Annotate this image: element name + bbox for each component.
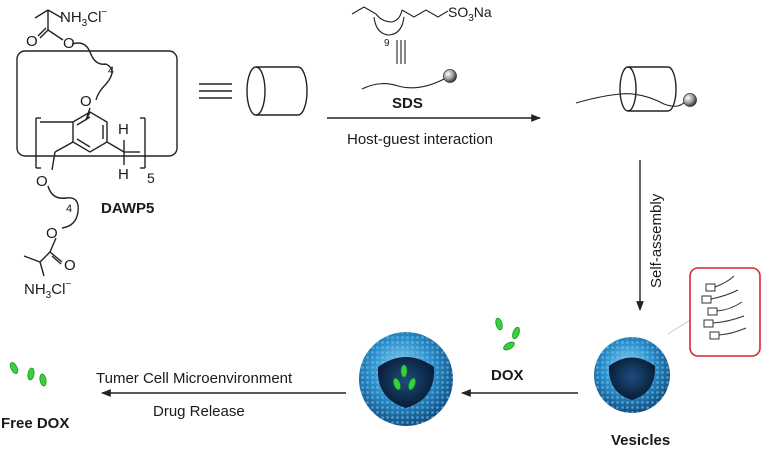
free-dox-label: Free DOX xyxy=(1,415,69,432)
repeat-units-count: 5 xyxy=(147,170,155,186)
self-assembly-arrow: Self-assembly xyxy=(636,160,665,311)
release-label-bottom: Drug Release xyxy=(153,403,245,420)
host-guest-label: Host-guest interaction xyxy=(347,131,493,148)
bottom-nh3-label: NH3Cl− xyxy=(24,279,71,301)
vesicle-dox-loaded xyxy=(359,332,453,426)
dox-label: DOX xyxy=(491,367,524,384)
host-guest-arrow: Host-guest interaction xyxy=(327,114,541,148)
vesicles-label: Vesicles xyxy=(611,432,670,449)
vesicle-right: Vesicles xyxy=(594,337,670,449)
release-arrow: Tumer Cell Microenvironment Drug Release xyxy=(96,370,346,420)
top-repeat-4: 4 xyxy=(108,65,114,77)
top-ether-o: O xyxy=(80,93,92,110)
bottom-repeat-4: 4 xyxy=(66,203,72,215)
inclusion-complex xyxy=(575,66,697,112)
pillararene-macrocycle-frame xyxy=(16,50,178,157)
self-assembly-label: Self-assembly xyxy=(648,193,665,288)
host-cylinder-icon xyxy=(246,66,308,116)
sds-structure: 9 SO3Na SDS xyxy=(351,4,492,112)
methylene-h-top: H xyxy=(118,121,129,138)
membrane-zoom-inset xyxy=(667,267,761,357)
bottom-ester-o: O xyxy=(46,225,58,242)
dawp5-name: DAWP5 xyxy=(101,200,154,217)
sds-repeat-9: 9 xyxy=(384,38,390,49)
methylene-h-bottom: H xyxy=(118,166,129,183)
equivalence-sign xyxy=(199,83,232,99)
sds-name: SDS xyxy=(392,95,423,112)
free-dox: Free DOX xyxy=(1,362,69,432)
dawp5-structure: NH3Cl− O O 4 O 5 H H xyxy=(16,7,178,301)
top-carbonyl-o: O xyxy=(26,33,38,50)
bottom-ether-o: O xyxy=(36,173,48,190)
sds-headgroup: SO3Na xyxy=(448,4,492,24)
top-nh3-label: NH3Cl− xyxy=(60,7,107,29)
bottom-carbonyl-o: O xyxy=(64,257,76,274)
dox-loading: DOX xyxy=(461,317,578,397)
release-label-top: Tumer Cell Microenvironment xyxy=(96,370,293,387)
top-ester-o: O xyxy=(63,35,75,52)
